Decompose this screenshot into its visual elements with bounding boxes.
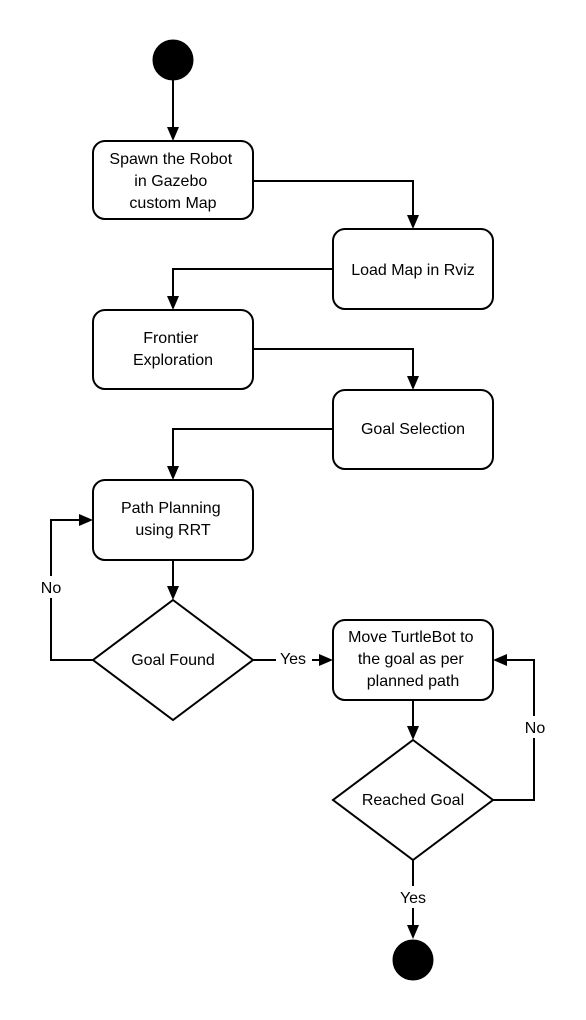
arrowhead [167,466,179,480]
reached-goal-yes-label: Yes [400,890,426,907]
arrowhead [407,726,419,740]
arrowhead [407,215,419,229]
svg-text:Load Map in Rviz: Load Map in Rviz [351,262,475,279]
path-planning-node-line: using RRT [135,522,211,539]
edge-frontier-to-goal-selection [253,348,414,377]
edge-labels: No Yes No Yes [36,576,550,908]
frontier-node-line: Exploration [133,352,213,369]
arrowhead [407,376,419,390]
arrowhead [167,296,179,310]
spawn-node-line: custom Map [129,195,216,212]
svg-text:Reached Goal: Reached Goal [362,792,464,809]
goal-selection-node: Goal Selection [332,389,494,470]
svg-text:Path Planning using RR: Path Planning using RRT [121,500,225,539]
svg-text:Spawn the Robot in Gaz: Spawn the Robot in Gazebo custom Map [109,151,236,212]
svg-text:Goal Found: Goal Found [131,652,215,669]
svg-text:Goal Selection: Goal Selection [361,421,465,438]
arrowhead [167,127,179,141]
edge-load-map-to-frontier [172,268,333,297]
spawn-node: Spawn the Robot in Gazebo custom Map [92,140,254,220]
move-turtlebot-node-line: planned path [367,673,460,690]
reached-goal-decision-line: Reached Goal [362,792,464,809]
spawn-node-line: in Gazebo [134,173,207,190]
goal-found-decision-line: Goal Found [131,652,215,669]
edge-spawn-to-load-map [253,180,414,216]
reached-goal-decision: Reached Goal [331,738,495,862]
goal-selection-node-line: Goal Selection [361,421,465,438]
svg-text:Move TurtleBot to the: Move TurtleBot to the goal as per planne… [348,629,478,690]
goal-found-no-label: No [41,580,62,597]
path-planning-node: Path Planning using RRT [92,479,254,561]
frontier-node: Frontier Exploration [92,309,254,390]
start-node [152,39,194,81]
spawn-node-line: Spawn the Robot [109,151,232,168]
arrowhead [319,654,333,666]
load-map-node-line: Load Map in Rviz [351,262,475,279]
nodes: Spawn the Robot in Gazebo custom Map Loa… [91,39,495,981]
arrowhead [493,654,507,666]
end-node [392,939,434,981]
arrowhead [79,514,93,526]
path-planning-node-line: Path Planning [121,500,221,517]
arrowhead [167,586,179,600]
edge-goal-selection-to-path-planning [172,428,333,467]
svg-text:Frontier Exploration: Frontier Exploration [133,330,213,369]
move-turtlebot-node-line: Move TurtleBot to [348,629,473,646]
goal-found-decision: Goal Found [91,598,255,722]
goal-found-yes-label: Yes [280,651,306,668]
frontier-node-line: Frontier [143,330,199,347]
move-turtlebot-node-line: the goal as per [358,651,465,668]
reached-goal-no-label: No [525,720,546,737]
load-map-node: Load Map in Rviz [332,228,494,310]
arrowhead [407,925,419,939]
move-turtlebot-node: Move TurtleBot to the goal as per planne… [332,619,494,701]
